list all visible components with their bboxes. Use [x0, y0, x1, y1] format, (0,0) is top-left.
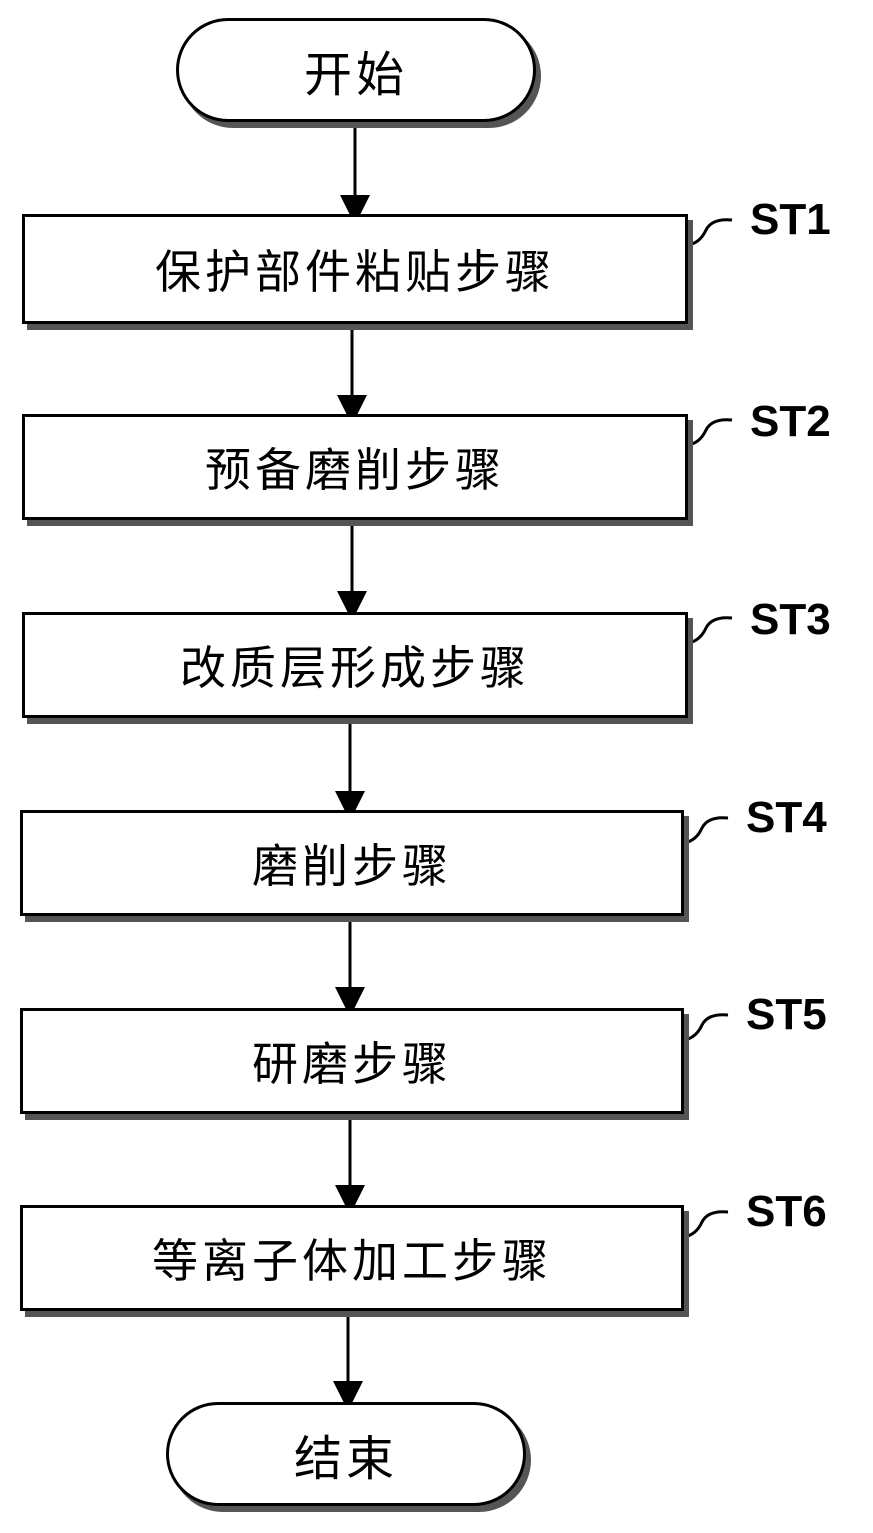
start-terminal: 开始 — [176, 18, 536, 122]
leader-st4 — [683, 816, 729, 845]
leader-st3 — [687, 616, 733, 645]
step-st3-id: ST3 — [750, 595, 831, 644]
step-st2-box: 预备磨削步骤 — [22, 414, 688, 520]
step-st4-box: 磨削步骤 — [20, 810, 684, 916]
leader-st5 — [683, 1013, 729, 1042]
step-st5-id: ST5 — [746, 990, 827, 1039]
step-st1-box: 保护部件粘贴步骤 — [22, 214, 688, 324]
leader-st6 — [683, 1210, 729, 1239]
step-st6-id: ST6 — [746, 1187, 827, 1236]
step-st6-box: 等离子体加工步骤 — [20, 1205, 684, 1311]
end-terminal: 结束 — [166, 1402, 526, 1506]
leader-st2 — [687, 418, 733, 447]
step-st1-id: ST1 — [750, 195, 831, 244]
step-st5-box: 研磨步骤 — [20, 1008, 684, 1114]
step-st3-box: 改质层形成步骤 — [22, 612, 688, 718]
step-st4-id: ST4 — [746, 793, 827, 842]
leader-st1 — [687, 218, 733, 247]
step-st2-id: ST2 — [750, 397, 831, 446]
